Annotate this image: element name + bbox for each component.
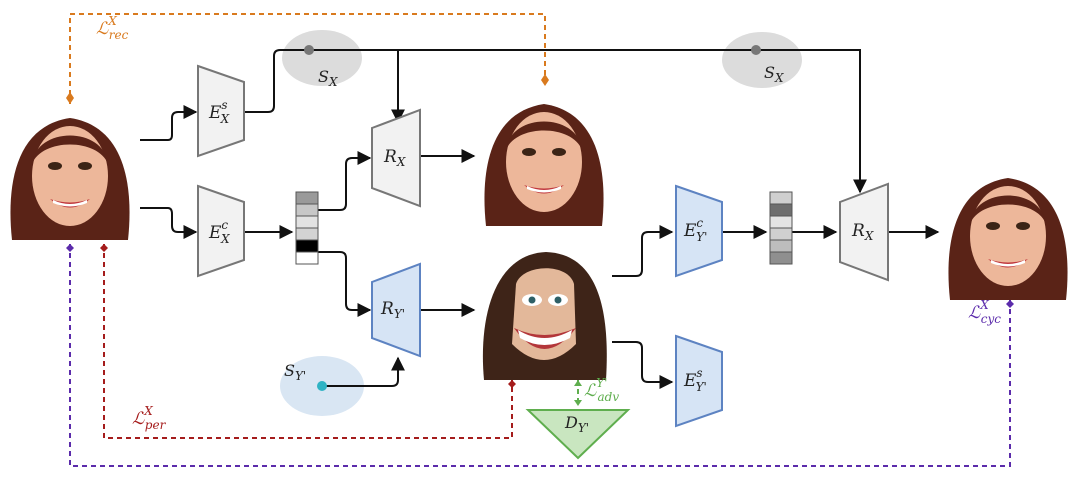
loss-per-line [103,244,513,439]
edge-caricature-to-eys [612,341,674,389]
style-dot-cartoon [317,381,327,391]
edge-sx-to-rx-right [309,49,867,194]
label-rx-right: RX [851,221,874,243]
edge-input-to-exs [140,105,198,141]
loss-rec-line [69,13,546,104]
label-loss-adv: ℒY'adv [584,376,619,404]
decoder-rx-right [839,182,889,282]
loss-cyc-line [69,244,1011,467]
label-rx-top: RX [383,147,406,169]
edge-sy-to-ry [322,356,405,387]
content-code-left [295,191,319,265]
encoder-ex-s [197,64,245,158]
label-sx-top: SX [318,67,338,89]
edge-exs-to-sx [244,49,309,113]
content-code-right [769,191,793,265]
style-blob-top [282,30,362,86]
edge-caricature-to-eyc [612,225,674,277]
decoder-ry [371,262,421,358]
caricature [476,244,612,380]
edge-content-to-rx [318,151,372,211]
label-sx-right: SX [764,63,784,85]
label-ry: RY' [380,299,405,321]
style-dot-top [304,45,314,55]
reconstructed-photo [476,90,612,226]
encoder-ey-s [675,334,723,428]
decoder-rx-top [371,108,421,208]
input-photo [2,104,138,240]
label-sy: SY' [284,361,306,383]
style-dot-right [751,45,761,55]
label-dy: DY' [564,413,589,435]
edge-input-to-exc [140,207,198,239]
style-blob-right [722,32,802,88]
encoder-ex-c [197,184,245,278]
cycle-reconstructed-photo [940,164,1076,300]
edge-content-to-ry [318,251,372,317]
encoder-ey-c [675,184,723,278]
discriminator-dy [525,409,631,460]
